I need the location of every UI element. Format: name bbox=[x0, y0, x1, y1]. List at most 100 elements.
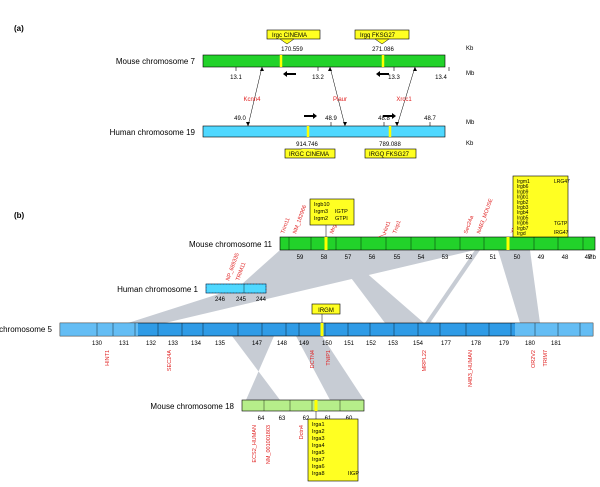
mouse11-genebox-1-right-0: IGTP bbox=[335, 209, 348, 215]
human5-tick-label: 153 bbox=[388, 341, 399, 347]
human5-tick-label: 179 bbox=[499, 341, 510, 347]
mouse11-genebox-2-left-6: Irgb4 bbox=[517, 210, 529, 216]
mouse18-genebox-left-6: Irga6 bbox=[312, 464, 325, 470]
homology-h5-m18b bbox=[296, 336, 364, 400]
mouse7-genebox-right-pointer bbox=[374, 38, 390, 45]
link-plaur-head-top bbox=[328, 67, 332, 71]
mouse18-tick-label: 64 bbox=[258, 416, 265, 422]
mouse11-tick-label: 55 bbox=[394, 255, 401, 261]
mouse11-genebox-2-left-8: Irgb6 bbox=[517, 221, 529, 227]
mouse18-genebox-right-0: IIGP bbox=[348, 471, 359, 477]
human1-tick-label: 246 bbox=[215, 297, 226, 303]
human5-tick-label: 151 bbox=[344, 341, 355, 347]
homology-m11-h5c bbox=[425, 250, 480, 323]
mouse11-tick-label: 49 bbox=[538, 255, 545, 261]
human19-arrow-left-head bbox=[313, 113, 317, 119]
mouse11-genebox-2-left-7: Irgb5 bbox=[517, 215, 529, 221]
human5-genebox-text: IRGM bbox=[318, 308, 334, 314]
mouse7-tick-label: 13.2 bbox=[312, 75, 324, 81]
human5-marker-4: MRPL22 bbox=[422, 350, 428, 371]
mouse11-tick-label: 56 bbox=[369, 255, 376, 261]
mouse18-genebox-left-4: Irga5 bbox=[312, 450, 325, 456]
human19-kb-left: 914.746 bbox=[296, 142, 318, 148]
mouse11-genebox-1 bbox=[309, 198, 355, 226]
mouse18-tick-label: 63 bbox=[279, 416, 286, 422]
mouse18-marker-2: Dctn4 bbox=[299, 425, 305, 439]
human1-tick-label: 244 bbox=[256, 297, 267, 303]
mouse18-marker-1: NM_001001803 bbox=[266, 425, 272, 464]
human1-bar-hatch bbox=[205, 283, 267, 294]
link-kcnn4-head-bottom bbox=[246, 122, 250, 126]
link-plaur bbox=[329, 66, 346, 127]
mouse7-genebox-right-text: Irgq FKSG27 bbox=[360, 33, 396, 39]
mouse11-tick-label: 47 bbox=[585, 255, 592, 261]
mouse11-genebox-2-left-5: Irgb3 bbox=[517, 205, 529, 211]
mouse11-tick-label: 58 bbox=[321, 255, 328, 261]
human19-genebox-right-text: IRGQ FKSG27 bbox=[369, 152, 410, 158]
human5-tick-label: 134 bbox=[191, 341, 202, 347]
mouse11-mb-unit: Mb bbox=[588, 255, 597, 261]
mouse11-genebox-1-right-1: GTPI bbox=[335, 216, 348, 222]
link-plaur-head-bottom bbox=[343, 122, 347, 126]
mouse11-tick-label: 59 bbox=[297, 255, 304, 261]
human5-tick-label: 150 bbox=[322, 341, 333, 347]
mouse11-marker-0: Trim11 bbox=[280, 217, 291, 235]
human19-arrow-right bbox=[383, 113, 396, 119]
mouse18-marker-0: ECS2_HUMAN bbox=[252, 425, 258, 463]
human19-name: Human chromosome 19 bbox=[110, 128, 196, 137]
mouse11-tick-label: 52 bbox=[466, 255, 473, 261]
mouse11-tick-label: 48 bbox=[562, 255, 569, 261]
mouse11-tick-label: 57 bbox=[345, 255, 352, 261]
mouse11-genebox-2-left-0: Irgm1 bbox=[517, 179, 530, 185]
mouse7-bar bbox=[202, 54, 446, 68]
mouse7-tick-label: 13.1 bbox=[230, 75, 242, 81]
human5-marker-5: N4B3_HUMAN bbox=[468, 350, 474, 387]
mouse11-genebox-2-left-4: Irgb2 bbox=[517, 200, 529, 206]
human19-tick-label: 48.7 bbox=[424, 116, 436, 122]
mouse11-genebox-2-left-10: Irgd bbox=[517, 231, 526, 237]
mouse11-genebox-1-left-2: Irgm2 bbox=[314, 216, 328, 222]
link-kcnn4-head-top bbox=[260, 67, 264, 71]
mouse18-genebox-left-7: Irga8 bbox=[312, 471, 325, 477]
mouse11-tick-label: 53 bbox=[442, 255, 449, 261]
human5-name: Human chromosome 5 bbox=[0, 325, 53, 334]
human19-tick-label: 49.0 bbox=[234, 116, 246, 122]
human5-hatch-right bbox=[515, 323, 593, 336]
human19-mb-unit: Mb bbox=[466, 120, 475, 126]
human5-tick-label: 148 bbox=[277, 341, 288, 347]
human5-tick-label: 152 bbox=[366, 341, 377, 347]
mouse11-marker-6: N4B3_MOUSE bbox=[476, 198, 494, 235]
mouse11-genebox-2-left-9: Irgb7 bbox=[517, 226, 529, 232]
mouse18-tick-label: 62 bbox=[303, 416, 310, 422]
human5-tick-label: 149 bbox=[299, 341, 310, 347]
human5-tick-label: 135 bbox=[215, 341, 226, 347]
mouse7-arrow-right bbox=[376, 71, 389, 77]
human5-tick-label: 133 bbox=[168, 341, 179, 347]
mouse7-name: Mouse chromosome 7 bbox=[116, 57, 196, 66]
human19-genebox-right bbox=[364, 148, 417, 159]
human19-arrow-right-head bbox=[392, 113, 396, 119]
human5-tick-label: 154 bbox=[413, 341, 424, 347]
mouse11-tick-label: 50 bbox=[514, 255, 521, 261]
human1-name: Human chromosome 1 bbox=[117, 285, 198, 294]
human5-tick-label: 130 bbox=[92, 341, 103, 347]
mouse7-genebox-left-pointer bbox=[279, 38, 295, 45]
human5-hatch-left bbox=[60, 323, 138, 336]
link-label-kcnn4: Kcnn4 bbox=[243, 97, 261, 103]
mouse11-genebox-1-left-0: Irgb10 bbox=[314, 202, 330, 208]
human5-bar bbox=[59, 322, 594, 337]
human19-genebox-left-text: IRGC CINEMA bbox=[289, 152, 329, 158]
human5-marker-1: SEC24A bbox=[167, 350, 173, 371]
human5-tick-label: 180 bbox=[525, 341, 536, 347]
mouse7-genebox-left-text: Irgc CINEMA bbox=[272, 33, 307, 39]
link-xrcc1-head-bottom bbox=[395, 122, 399, 126]
human19-genebox-left-pointer-fill bbox=[301, 149, 315, 153]
mouse18-genebox-left-2: Irga3 bbox=[312, 436, 325, 442]
mouse7-kb-left: 170.559 bbox=[281, 47, 303, 53]
human5-tick-label: 177 bbox=[441, 341, 452, 347]
human5-tick-label: 181 bbox=[551, 341, 562, 347]
human5-tick-label: 132 bbox=[146, 341, 157, 347]
human5-marker-3: TNIP1 bbox=[326, 350, 332, 366]
panel-b-label: (b) bbox=[14, 211, 25, 220]
human1-bar bbox=[205, 283, 267, 294]
